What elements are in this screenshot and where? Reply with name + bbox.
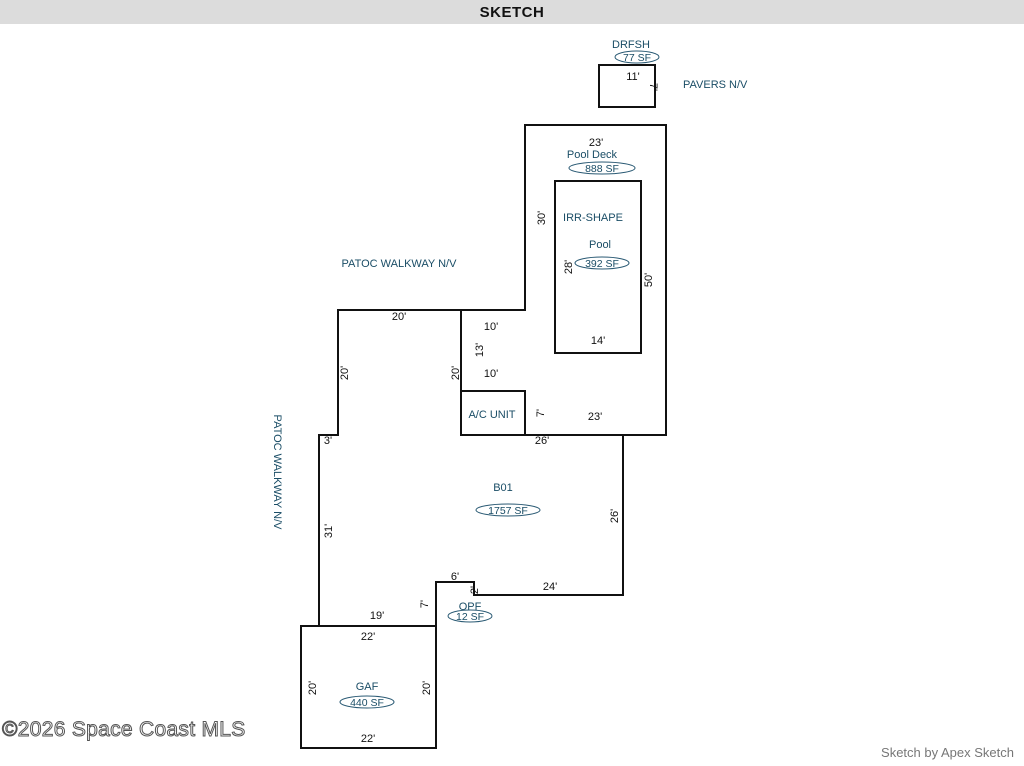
dim-drfsh-h: 7' xyxy=(647,83,659,91)
drfsh-outline xyxy=(598,64,656,108)
gaf-area: 440 SF xyxy=(350,697,384,709)
pool-deck-area-oval xyxy=(568,161,636,175)
ac-unit-label: A/C UNIT xyxy=(468,409,515,421)
dim-b01-top-left: 20' xyxy=(392,311,406,323)
gaf-outline xyxy=(300,625,437,749)
b01-area: 1757 SF xyxy=(488,505,528,517)
dim-b01-left-upper: 20' xyxy=(339,366,351,380)
dim-gaf-right: 20' xyxy=(421,681,433,695)
dim-gaf-left: 20' xyxy=(307,681,319,695)
dim-deck-bottom: 23' xyxy=(588,411,602,423)
dim-ext-bottom: 10' xyxy=(484,368,498,380)
dim-pool-bottom: 14' xyxy=(591,335,605,347)
dim-gaf-top: 22' xyxy=(361,631,375,643)
pool-deck-label: Pool Deck xyxy=(567,149,618,161)
dim-b01-right: 26' xyxy=(609,509,621,523)
gaf-area-oval xyxy=(339,695,395,709)
gaf-label: GAF xyxy=(356,681,379,693)
b01-outline xyxy=(318,309,624,627)
dim-deck-left: 30' xyxy=(536,211,548,225)
dim-ext-side: 13' xyxy=(474,343,486,357)
pool-label: Pool xyxy=(589,239,611,251)
dim-gaf-bottom: 22' xyxy=(361,733,375,745)
sketch-title: SKETCH xyxy=(479,3,545,21)
patoc-walkway-top-label: PATOC WALKWAY N/V xyxy=(342,258,458,270)
drfsh-label: DRFSH xyxy=(612,39,650,51)
dim-deck-top: 23' xyxy=(589,137,603,149)
pavers-label: PAVERS N/V xyxy=(683,79,748,91)
pool-deck-outline xyxy=(460,124,667,436)
opf-area-oval xyxy=(447,609,493,623)
dim-drfsh-w: 11' xyxy=(626,71,640,83)
mls-watermark: ©2026 Space Coast MLS xyxy=(2,718,246,742)
dim-b01-left-lower: 31' xyxy=(323,524,335,538)
patoc-walkway-side-label: PATOC WALKWAY N/V xyxy=(271,415,283,531)
dim-pool-left: 28' xyxy=(563,260,575,274)
pool-outline xyxy=(554,180,642,354)
b01-label: B01 xyxy=(493,482,513,494)
dim-b01-bottom-right: 24' xyxy=(543,581,557,593)
dim-opf-h: 2' xyxy=(469,586,481,594)
dim-ac-side: 7' xyxy=(535,409,547,417)
dim-opf-side: 7' xyxy=(419,600,431,608)
apex-sketch-credit: Sketch by Apex Sketch xyxy=(881,745,1014,760)
sketch-header: SKETCH xyxy=(0,0,1024,24)
dim-opf-w: 6' xyxy=(451,571,459,583)
dim-b01-bottom-left: 19' xyxy=(370,610,384,622)
dim-b01-inner-left: 20' xyxy=(450,366,462,380)
pool-deck-area: 888 SF xyxy=(585,163,619,175)
drfsh-area-oval xyxy=(614,50,660,64)
dim-deck-right: 50' xyxy=(643,273,655,287)
opf-area: 12 SF xyxy=(456,611,484,623)
drfsh-area: 77 SF xyxy=(623,52,651,64)
pool-area-oval xyxy=(574,256,630,270)
irr-shape-label: IRR-SHAPE xyxy=(563,212,623,224)
b01-area-oval xyxy=(475,503,541,517)
dim-b01-top-right: 26' xyxy=(535,435,549,447)
pool-area: 392 SF xyxy=(585,258,619,270)
dim-b01-step: 3' xyxy=(324,435,332,447)
dim-ext-top: 10' xyxy=(484,321,498,333)
